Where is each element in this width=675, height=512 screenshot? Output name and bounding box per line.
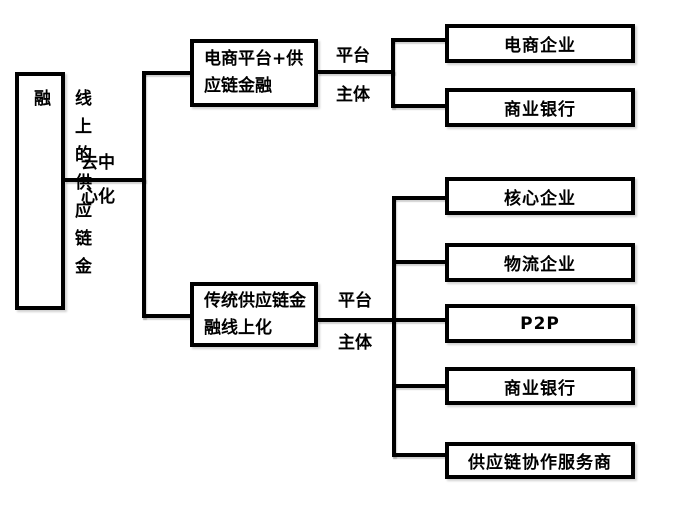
leaf-node-commercial-bank-1: 商业银行: [445, 88, 635, 127]
branch2-node: 传统供应链金融线上化: [190, 282, 318, 347]
branch1-node-label: 电商平台+供应链金融: [204, 49, 304, 96]
connector-trunk-branch2: [392, 196, 396, 457]
connector-to-leaf4: [392, 260, 445, 264]
leaf-node-ecommerce-company: 电商企业: [445, 24, 635, 63]
connector-root-to-trunk: [65, 178, 146, 182]
leaf-node-p2p: P2P: [445, 304, 635, 343]
connector-to-leaf3: [392, 196, 445, 200]
leaf-node-commercial-bank-2: 商业银行: [445, 367, 635, 405]
connector-branch1-out: [318, 70, 395, 74]
root-edge-label-line2: 心化: [81, 187, 115, 207]
connector-to-leaf7: [392, 453, 445, 457]
connector-trunk-to-branch1: [142, 71, 190, 75]
branch1-edge-label-platform: 平台: [336, 46, 370, 66]
leaf-node-logistics-company: 物流企业: [445, 243, 635, 282]
connector-to-leaf2: [391, 104, 445, 108]
leaf-node-core-company: 核心企业: [445, 177, 635, 215]
connector-to-leaf1: [391, 38, 445, 42]
root-edge-label-line1: 去中: [81, 153, 115, 173]
connector-trunk-to-branch2: [142, 314, 190, 318]
connector-to-leaf6: [392, 384, 445, 388]
root-node-label: 线上的供应链金融: [30, 89, 91, 285]
connector-trunk-main: [142, 71, 146, 318]
root-node: 线上的供应链金融: [15, 72, 91, 310]
leaf-node-sc-service-provider: 供应链协作服务商: [445, 442, 635, 479]
branch2-edge-label-entity: 主体: [338, 333, 372, 353]
connector-branch2-out: [318, 318, 448, 322]
branch2-edge-label-platform: 平台: [338, 291, 372, 311]
branch1-node: 电商平台+供应链金融: [190, 39, 318, 107]
connector-trunk-branch1: [391, 38, 395, 108]
branch2-node-label: 传统供应链金融线上化: [204, 290, 306, 338]
branch1-edge-label-entity: 主体: [336, 85, 370, 105]
